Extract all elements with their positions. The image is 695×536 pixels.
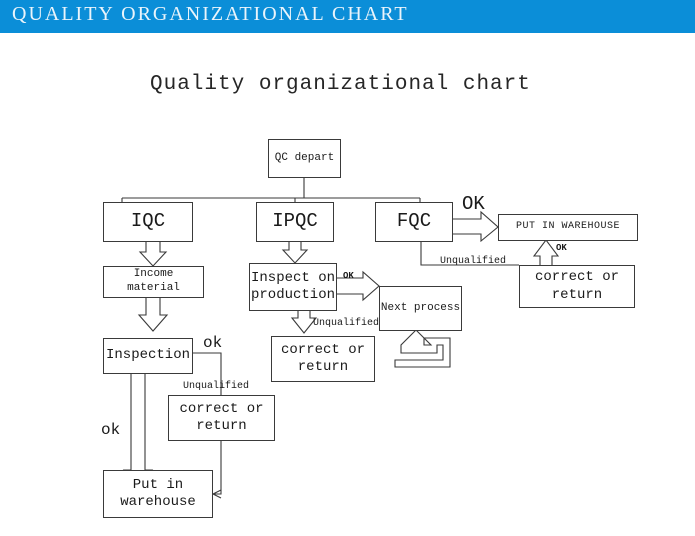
node-inspect-on-production[interactable]: Inspect on production <box>249 263 337 311</box>
node-put-in-warehouse-bottom-line1: Put in <box>132 476 184 493</box>
node-correct-or-return-mid-line2: return <box>297 359 349 375</box>
edge-label-inspection-ok: ok <box>203 334 223 352</box>
header-title: QUALITY ORGANIZATIONAL CHART <box>12 3 409 25</box>
node-correct-or-return-left[interactable]: correct or return <box>168 395 275 441</box>
edge-fqc-unqualified <box>420 242 519 266</box>
node-correct-or-return-right-line1: correct or <box>534 269 619 285</box>
block-arrow-inspect-to-correct-mid <box>290 311 318 334</box>
arrowhead-to-put-in-warehouse <box>212 489 222 499</box>
block-arrow-fqc-to-put-in-warehouse <box>453 210 499 243</box>
node-put-in-warehouse-bottom[interactable]: Put in warehouse <box>103 470 213 518</box>
block-arrow-iqc-to-income <box>138 242 168 267</box>
edge-label-fqc-ok: OK <box>462 193 485 215</box>
edge-label-fqc-unqualified: Unqualified <box>440 256 507 267</box>
block-arrow-correct-mid-to-next-process <box>394 329 451 368</box>
node-qc-depart[interactable]: QC depart <box>268 139 341 178</box>
node-inspect-on-production-line2: production <box>250 287 335 303</box>
node-inspection-label: Inspection <box>105 347 190 364</box>
node-income-material[interactable]: Income material <box>103 266 204 298</box>
node-ipqc-label: IPQC <box>272 210 318 233</box>
edge-inspection-ok-down <box>193 352 222 395</box>
edge-label-inspection-unqualified: Unqualified <box>183 381 250 392</box>
node-next-process[interactable]: Next process <box>379 286 462 331</box>
node-qc-depart-label: QC depart <box>274 151 335 164</box>
node-next-process-label: Next process <box>380 301 461 314</box>
node-income-material-label: Income material <box>127 268 180 294</box>
block-arrow-ipqc-to-inspect <box>281 242 309 264</box>
edge-label-inspection-ok-down: ok <box>101 421 121 439</box>
node-correct-or-return-mid[interactable]: correct or return <box>271 336 375 382</box>
node-correct-or-return-left-line1: correct or <box>179 400 264 417</box>
node-correct-or-return-left-line2: return <box>196 418 247 434</box>
node-correct-or-return-mid-line1: correct or <box>280 341 365 358</box>
page-title: Quality organizational chart <box>150 73 531 96</box>
node-inspect-on-production-line1: Inspect on <box>250 269 335 286</box>
node-correct-or-return-right[interactable]: correct or return <box>519 265 635 308</box>
node-fqc-label: FQC <box>396 210 432 233</box>
node-inspection[interactable]: Inspection <box>103 338 193 374</box>
edge-label-correct-return-ok: OK <box>556 243 567 253</box>
block-arrow-correct-right-to-warehouse <box>532 239 560 265</box>
node-ipqc[interactable]: IPQC <box>256 202 334 242</box>
node-put-in-warehouse-top-label: PUT IN WAREHOUSE <box>515 221 620 233</box>
node-put-in-warehouse-bottom-line2: warehouse <box>120 494 196 510</box>
node-fqc[interactable]: FQC <box>375 202 453 242</box>
node-iqc[interactable]: IQC <box>103 202 193 242</box>
edge-label-ipqc-unqualified: Unqualified <box>313 318 380 329</box>
node-correct-or-return-right-line2: return <box>551 286 603 303</box>
block-arrow-income-to-inspection <box>137 298 169 332</box>
node-iqc-label: IQC <box>130 210 166 233</box>
edge-label-ipqc-ok: OK <box>343 271 354 281</box>
edge-correct-left-to-warehouse <box>213 441 222 495</box>
header-bar: QUALITY ORGANIZATIONAL CHART <box>0 0 695 33</box>
node-put-in-warehouse-top[interactable]: PUT IN WAREHOUSE <box>498 214 638 241</box>
